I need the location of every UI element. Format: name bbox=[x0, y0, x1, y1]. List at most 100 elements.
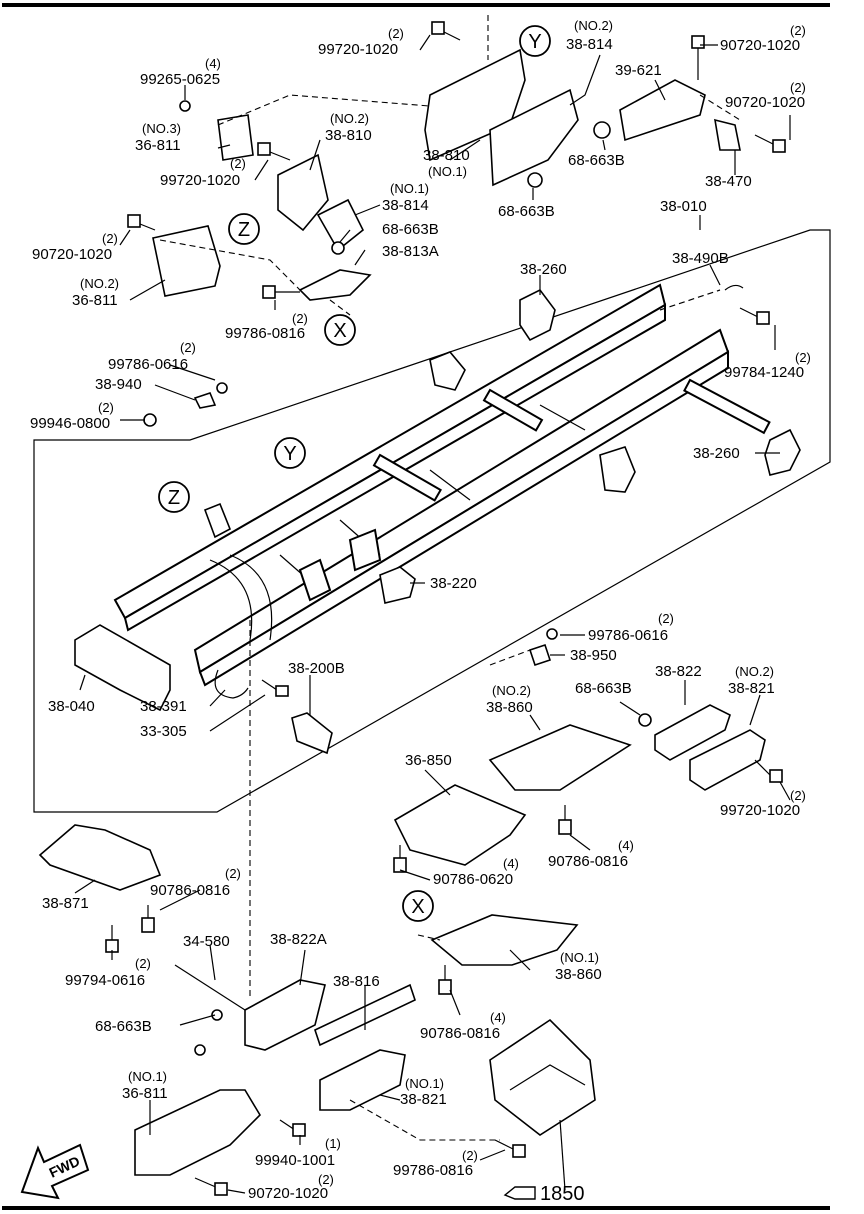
frame-group-outline bbox=[33, 229, 831, 813]
svg-text:(NO.1): (NO.1) bbox=[390, 181, 429, 196]
bracket-38-821-no1 bbox=[319, 1049, 406, 1111]
label-l10: 38-810(NO.1) bbox=[423, 147, 470, 179]
plate-36-850 bbox=[393, 784, 527, 866]
svg-text:99786-0816: 99786-0816 bbox=[393, 1162, 473, 1179]
svg-text:38-940: 38-940 bbox=[95, 376, 142, 393]
svg-text:38-260: 38-260 bbox=[520, 261, 567, 278]
hook-38-490b bbox=[659, 284, 744, 311]
bracket-z-mount bbox=[203, 502, 232, 539]
svg-text:38-391: 38-391 bbox=[140, 698, 187, 715]
bolt-90786-0816-left bbox=[141, 905, 155, 933]
svg-text:(NO.1): (NO.1) bbox=[405, 1076, 444, 1091]
callout-y-frame: Y bbox=[274, 437, 306, 469]
svg-text:(NO.2): (NO.2) bbox=[735, 664, 774, 679]
svg-text:38-950: 38-950 bbox=[570, 647, 617, 664]
nut-68-663b-right bbox=[638, 713, 652, 727]
svg-text:(2): (2) bbox=[292, 311, 308, 326]
bracket-38-200b bbox=[291, 712, 333, 755]
dash-38-950 bbox=[489, 649, 531, 666]
label-l16: (2)90720-1020 bbox=[32, 231, 118, 263]
svg-text:99265-0625: 99265-0625 bbox=[140, 71, 220, 88]
svg-text:(4): (4) bbox=[618, 838, 634, 853]
svg-text:Z: Z bbox=[168, 487, 180, 509]
hand-pointer-icon bbox=[503, 1186, 536, 1200]
callout-y-top: Y bbox=[519, 25, 551, 57]
label-l15: 38-010 bbox=[660, 198, 707, 215]
svg-text:38-470: 38-470 bbox=[705, 173, 752, 190]
svg-text:(NO.3): (NO.3) bbox=[142, 121, 181, 136]
svg-text:38-490B: 38-490B bbox=[672, 250, 729, 267]
plate-38-860-no1 bbox=[430, 914, 579, 966]
svg-text:(NO.2): (NO.2) bbox=[330, 111, 369, 126]
plate-38-871 bbox=[38, 824, 162, 891]
svg-text:99794-0616: 99794-0616 bbox=[65, 972, 145, 989]
dash-z-left bbox=[159, 239, 301, 291]
bolt-90786-0816-low bbox=[438, 965, 452, 995]
label-l45: 34-580 bbox=[183, 933, 230, 950]
svg-text:38-200B: 38-200B bbox=[288, 660, 345, 677]
hook-38-391 bbox=[214, 669, 249, 699]
bolt-99794-0616 bbox=[105, 925, 119, 953]
fwd-arrow-icon: FWD bbox=[20, 1143, 90, 1200]
callout-x-low: X bbox=[402, 890, 434, 922]
svg-text:38-860: 38-860 bbox=[486, 699, 533, 716]
label-l11: 68-663B bbox=[568, 152, 625, 169]
label-l26: (2)99946-0800 bbox=[30, 400, 114, 432]
bracket-38-220 bbox=[379, 566, 416, 604]
bracket-38-950 bbox=[528, 628, 558, 667]
svg-text:68-663B: 68-663B bbox=[382, 221, 439, 238]
label-l22: 99786-0816(2) bbox=[225, 311, 308, 342]
label-l14: (NO.1)38-814 bbox=[382, 181, 429, 214]
bolt-99720-1020-right-low bbox=[754, 759, 783, 783]
svg-text:38-810: 38-810 bbox=[325, 127, 372, 144]
svg-text:(2): (2) bbox=[135, 956, 151, 971]
label-l27: 38-260 bbox=[693, 445, 740, 462]
svg-text:99786-0616: 99786-0616 bbox=[588, 627, 668, 644]
svg-text:99786-0616: 99786-0616 bbox=[108, 356, 188, 373]
bracket-38-260-upper bbox=[519, 288, 556, 342]
label-l9: (2)99720-1020 bbox=[160, 156, 246, 189]
svg-text:90786-0620: 90786-0620 bbox=[433, 871, 513, 888]
svg-text:(2): (2) bbox=[318, 1172, 334, 1187]
svg-text:38-821: 38-821 bbox=[728, 680, 775, 697]
bolt-90720-1020-left bbox=[127, 214, 156, 231]
label-l40: (2)99720-1020 bbox=[720, 788, 806, 819]
label-l41: (4)90786-0816 bbox=[548, 838, 634, 870]
bolt-99786-0816-top bbox=[262, 285, 300, 299]
callout-z-frame: Z bbox=[158, 481, 190, 513]
svg-text:90786-0816: 90786-0816 bbox=[150, 882, 230, 899]
svg-text:38-821: 38-821 bbox=[400, 1091, 447, 1108]
label-l35: (NO.2)38-860 bbox=[486, 683, 533, 716]
label-l37: 38-391 bbox=[140, 698, 187, 715]
svg-text:90720-1020: 90720-1020 bbox=[248, 1185, 328, 1202]
label-l47: (2)99794-0616 bbox=[65, 956, 151, 989]
label-l30: 38-950 bbox=[570, 647, 617, 664]
bolt-90786-0620 bbox=[393, 845, 407, 873]
svg-text:68-663B: 68-663B bbox=[575, 680, 632, 697]
svg-text:38-860: 38-860 bbox=[555, 966, 602, 983]
callout-z-top: Z bbox=[228, 213, 260, 245]
bolt-99784-1240 bbox=[739, 307, 770, 325]
svg-text:38-814: 38-814 bbox=[382, 197, 429, 214]
bolt-99265-0625 bbox=[179, 100, 191, 112]
bracket-38-260-lower bbox=[764, 428, 801, 476]
svg-text:X: X bbox=[333, 320, 346, 342]
svg-text:38-814: 38-814 bbox=[566, 36, 613, 53]
label-l42: (4)90786-0620 bbox=[433, 856, 519, 888]
label-l12: 38-470 bbox=[705, 173, 752, 190]
svg-text:38-816: 38-816 bbox=[333, 973, 380, 990]
svg-text:38-010: 38-010 bbox=[660, 198, 707, 215]
label-l4: 39-621 bbox=[615, 62, 662, 79]
bolt-90720-1020-right bbox=[754, 134, 786, 153]
svg-text:90720-1020: 90720-1020 bbox=[720, 37, 800, 54]
label-l49: (NO.1)38-860 bbox=[555, 950, 602, 983]
svg-text:38-813A: 38-813A bbox=[382, 243, 439, 260]
svg-text:38-040: 38-040 bbox=[48, 698, 95, 715]
svg-text:(4): (4) bbox=[490, 1010, 506, 1025]
bolt-99720-1020-left bbox=[257, 142, 291, 161]
plate-36-811-no3 bbox=[217, 114, 254, 161]
callout-x-top: X bbox=[324, 314, 356, 346]
label-l34: 68-663B bbox=[575, 680, 632, 697]
svg-text:(2): (2) bbox=[102, 231, 118, 246]
plate-36-811-no1 bbox=[134, 1089, 262, 1176]
